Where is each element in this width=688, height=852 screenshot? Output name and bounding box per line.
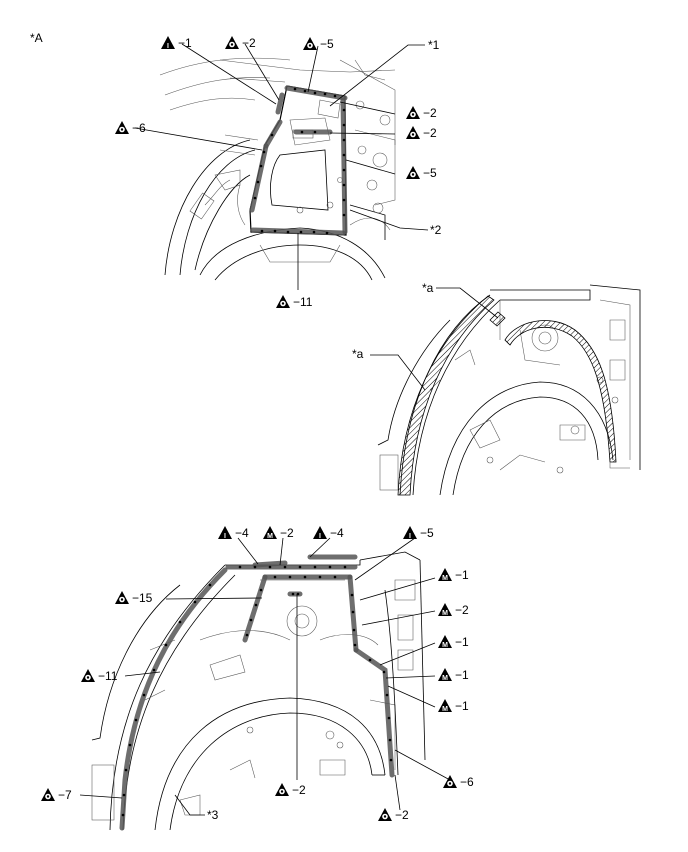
bottom-weld-dots [121,565,393,817]
bottom-callout-11: −1 [438,699,469,713]
bottom-callout-1: −4 [218,526,249,540]
callout-text: −11 [293,295,313,309]
top-callout-5: −2 [406,106,437,120]
middle-leaders [370,287,499,391]
callout-text: −5 [423,166,437,180]
callout-text: −2 [455,603,469,617]
bottom-callout-4: −5 [403,526,434,540]
bottom-callout-5: −15 [115,591,153,605]
mig-weld-icon [438,603,452,617]
top-callout-leaders [134,43,429,290]
callout-text: −2 [292,783,306,797]
bottom-callout-15: −2 [378,808,409,822]
callout-text: −6 [460,775,474,789]
callout-text: −4 [235,526,249,540]
spot-weld-icon [41,788,55,801]
inert-weld-icon [161,36,175,50]
figure-label: *A [30,31,43,45]
callout-text: −2 [242,36,256,50]
spot-weld-icon [276,295,290,308]
mig-weld-icon [438,668,452,682]
top-illustration [159,57,396,281]
spot-weld-icon [115,591,129,604]
callout-text: −2 [395,808,409,822]
spot-weld-icon [275,783,289,796]
ref-label: *1 [428,38,440,52]
mig-weld-icon [263,526,277,540]
mig-weld-icon [438,635,452,649]
callout-text: −1 [455,635,469,649]
inert-weld-icon [218,526,232,540]
bottom-callout-14: −6 [443,775,474,789]
top-callout-8: −11 [276,295,313,309]
spot-weld-icon [406,126,420,139]
bottom-callout-6: −1 [438,568,469,582]
inert-weld-icon [313,526,327,540]
top-callout-2: −2 [225,36,256,50]
bottom-callout-13: −2 [275,783,306,797]
callout-text: −4 [330,526,344,540]
spot-weld-icon [225,36,239,49]
callout-text: −2 [423,126,437,140]
callout-text: −1 [455,699,469,713]
callout-text: −5 [320,37,334,51]
bottom-callout-10: −1 [438,668,469,682]
callout-text: −15 [132,591,153,605]
top-callout-3: −5 [303,37,334,51]
bottom-callout-8: −1 [438,635,469,649]
callout-text: −1 [178,36,192,50]
bottom-illustration [91,551,426,831]
bottom-callout-7: −2 [438,603,469,617]
callout-text: −2 [423,106,437,120]
middle-illustration [377,284,641,496]
top-weld-dots [253,87,346,235]
top-callout-6: −2 [406,126,437,140]
spot-weld-icon [81,669,95,682]
ref-label: *2 [430,223,442,237]
callout-text: −6 [132,121,146,135]
mig-weld-icon [438,699,452,713]
callout-text: −1 [455,568,469,582]
top-callout-7: −5 [406,166,437,180]
callout-text: −7 [58,788,72,802]
callout-text: −11 [98,669,118,683]
top-callout-1: −1 [161,36,192,50]
callout-text: −2 [280,526,294,540]
bottom-callout-9: −11 [81,669,118,683]
spot-weld-icon [406,106,420,119]
ref-label: *a [422,281,434,295]
spot-weld-icon [303,37,317,50]
inert-weld-icon [403,526,417,540]
ref-label: *3 [207,808,219,822]
mig-weld-icon [438,568,452,582]
spot-weld-icon [406,166,420,179]
top-callout-4: −6 [115,121,146,135]
bottom-callout-leaders [79,537,451,816]
bottom-callout-2: −2 [263,526,294,540]
spot-weld-icon [378,808,392,821]
ref-label: *a [352,347,364,361]
callout-text: −1 [455,668,469,682]
bottom-callout-3: −4 [313,526,344,540]
spot-weld-icon [115,121,129,134]
bottom-callout-12: −7 [41,788,72,802]
callout-text: −5 [420,526,434,540]
